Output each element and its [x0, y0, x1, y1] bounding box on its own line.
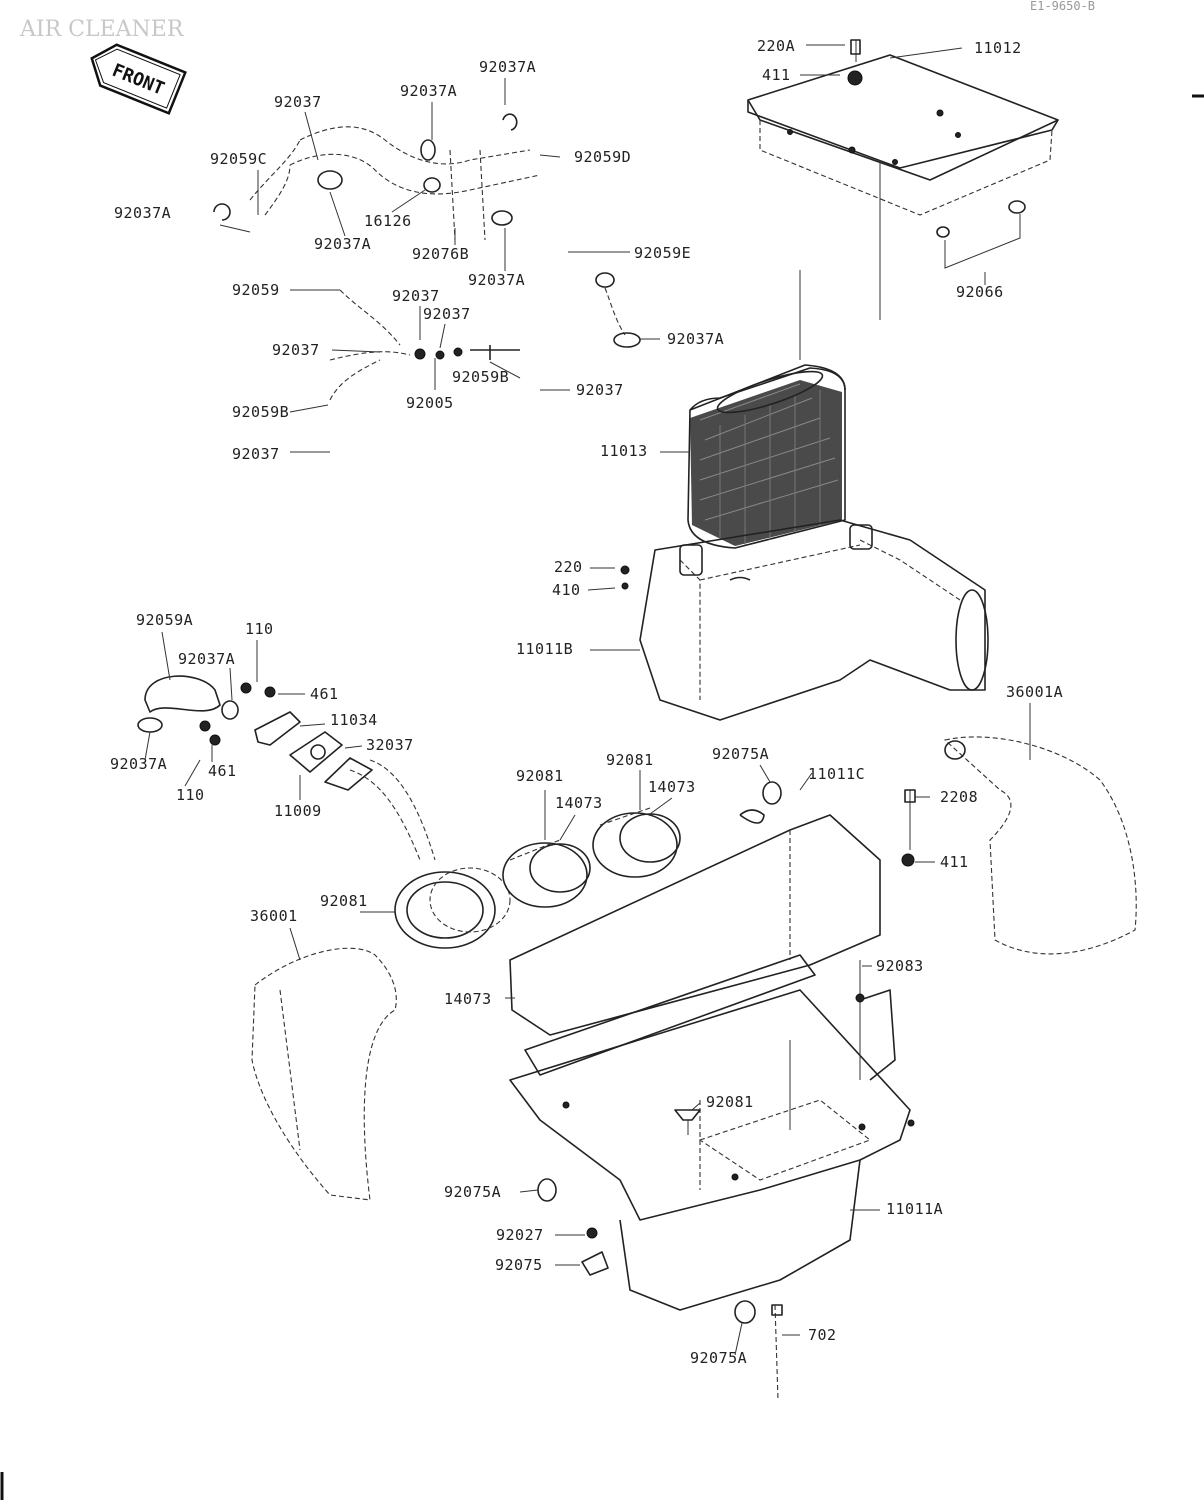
diagram-title: AIR CLEANER: [19, 17, 185, 42]
label-220: 220: [554, 558, 583, 576]
label-702: 702: [808, 1326, 837, 1344]
label-11034: 11034: [330, 711, 378, 729]
label-92037-e: 92037: [576, 381, 624, 399]
label-92081-b: 92081: [516, 767, 564, 785]
label-92037A-b: 92037A: [400, 82, 457, 100]
hose-cluster-top: [213, 113, 641, 348]
label-92081-c: 92081: [320, 892, 368, 910]
filter-element-11013: [687, 364, 846, 549]
label-92059: 92059: [232, 281, 280, 299]
label-92076B: 92076B: [412, 245, 469, 263]
intake-ducts: [394, 807, 681, 949]
label-92059B-a: 92059B: [452, 368, 509, 386]
label-14073-a: 14073: [648, 778, 696, 796]
side-cover-36001: [251, 947, 397, 1201]
label-11009: 11009: [274, 802, 322, 820]
leader-lines: [144, 44, 1031, 1356]
label-92059E: 92059E: [634, 244, 691, 262]
label-92037-d: 92037: [272, 341, 320, 359]
label-11013: 11013: [600, 442, 648, 460]
label-92037A-h: 92037A: [110, 755, 167, 773]
label-92059A: 92059A: [136, 611, 193, 629]
label-11011A: 11011A: [886, 1200, 943, 1218]
label-411-top: 411: [762, 66, 791, 84]
label-92037A-a: 92037A: [479, 58, 536, 76]
part-labels: 220A 411 11012 92037A 92037A 92037 92059…: [110, 37, 1063, 1367]
label-11011B: 11011B: [516, 640, 573, 658]
label-92037A-f: 92037A: [667, 330, 724, 348]
drain-parts: [537, 1178, 783, 1401]
label-92075A-c: 92075A: [690, 1349, 747, 1367]
label-410: 410: [552, 581, 581, 599]
label-36001: 36001: [250, 907, 298, 925]
label-92083: 92083: [876, 957, 924, 975]
label-411-b: 411: [940, 853, 969, 871]
label-92037A-d: 92037A: [314, 235, 371, 253]
upper-case-11011B: [620, 519, 989, 721]
label-220A: 220A: [757, 37, 795, 55]
breather-cluster-left: [137, 675, 436, 861]
label-92081-a: 92081: [606, 751, 654, 769]
label-92037-f: 92037: [232, 445, 280, 463]
label-32037: 32037: [366, 736, 414, 754]
label-110-a: 110: [245, 620, 274, 638]
label-36001A: 36001A: [1006, 683, 1063, 701]
front-arrow-badge: FRONT: [90, 43, 187, 115]
side-cover-36001A: [943, 736, 1137, 955]
label-14073-c: 14073: [444, 990, 492, 1008]
label-92059B-b: 92059B: [232, 403, 289, 421]
label-92081-d: 92081: [706, 1093, 754, 1111]
bolt-2208: [901, 789, 916, 867]
label-92075A-b: 92075A: [444, 1183, 501, 1201]
label-92059C: 92059C: [210, 150, 267, 168]
label-92037-a: 92037: [274, 93, 322, 111]
label-14073-b: 14073: [555, 794, 603, 812]
label-92037A-c: 92037A: [114, 204, 171, 222]
middle-case-11011C: [509, 781, 881, 1036]
label-110-b: 110: [176, 786, 205, 804]
label-11012: 11012: [974, 39, 1022, 57]
label-2208: 2208: [940, 788, 978, 806]
diagram-code: E1-9650-B: [1030, 0, 1095, 13]
label-92075A-a: 92075A: [712, 745, 769, 763]
label-92037A-e: 92037A: [468, 271, 525, 289]
label-92005: 92005: [406, 394, 454, 412]
label-461-a: 461: [310, 685, 339, 703]
label-11011C: 11011C: [808, 765, 865, 783]
label-92066: 92066: [956, 283, 1004, 301]
label-92027: 92027: [496, 1226, 544, 1244]
bolt-92083: [855, 960, 896, 1081]
label-16126: 16126: [364, 212, 412, 230]
label-461-b: 461: [208, 762, 237, 780]
label-92037-c: 92037: [423, 305, 471, 323]
label-92075: 92075: [495, 1256, 543, 1274]
label-92037A-g: 92037A: [178, 650, 235, 668]
label-92037-b: 92037: [392, 287, 440, 305]
lower-case-11011A: [509, 954, 915, 1311]
top-cover-11012: [747, 39, 1059, 360]
label-92059D: 92059D: [574, 148, 631, 166]
